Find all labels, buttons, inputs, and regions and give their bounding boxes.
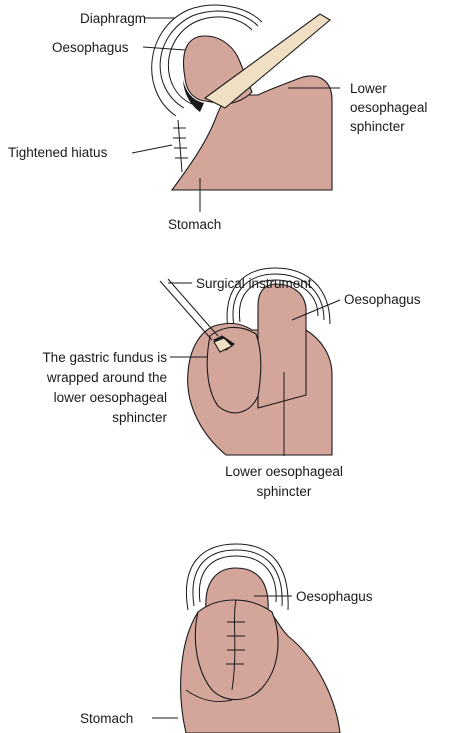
label-fundus-1: The gastric fundus is: [42, 350, 167, 365]
label-fundus-3: lower oesophageal: [54, 390, 167, 405]
label-lower-sphincter-2b: sphincter: [257, 484, 312, 499]
label-lower-sphincter-1a: Lower: [350, 81, 387, 96]
label-lower-sphincter-2a: Lower oesophageal: [225, 464, 343, 479]
label-fundus-4: sphincter: [112, 410, 167, 425]
label-stomach-1: Stomach: [168, 217, 221, 232]
label-diaphragm: Diaphragm: [80, 11, 146, 26]
label-tightened-hiatus: Tightened hiatus: [8, 145, 108, 160]
label-fundus-2: wrapped around the: [46, 370, 167, 385]
label-oesophagus-2: Oesophagus: [344, 292, 421, 307]
oesophagus-2: [258, 284, 306, 408]
panel-fundus-wrap: Surgical instrument Oesophagus The gastr…: [42, 268, 420, 499]
label-stomach-3: Stomach: [80, 711, 133, 726]
label-surgical-instrument: Surgical instrument: [196, 276, 312, 291]
label-oesophagus-1: Oesophagus: [52, 40, 129, 55]
label-lower-sphincter-1c: sphincter: [350, 119, 405, 134]
label-oesophagus-3: Oesophagus: [296, 589, 373, 604]
hiatus-sutures: [173, 120, 188, 172]
panel-hiatus-repair: Diaphragm Oesophagus Lower oesophageal s…: [8, 5, 427, 232]
label-lower-sphincter-1b: oesophageal: [350, 100, 427, 115]
panel-completed-wrap: Oesophagus Stomach: [80, 544, 373, 733]
